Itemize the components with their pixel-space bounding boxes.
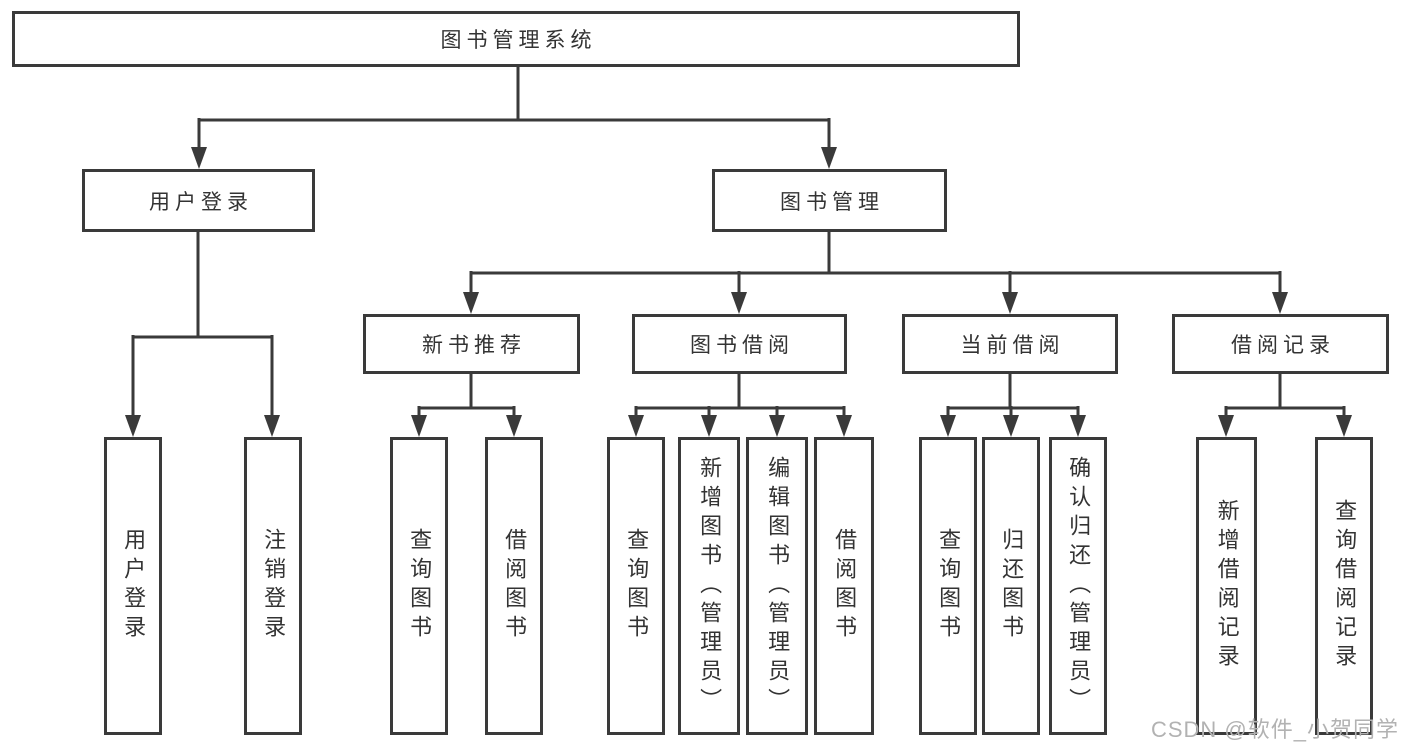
node-label: 确认归还（管理员） [1066,455,1092,717]
node-label: 查询图书 [624,528,650,644]
csdn-watermark: CSDN @软件_小贺同学 [1150,717,1399,742]
node-book-borrowing: 图书借阅 [632,314,847,374]
node-label: 新增借阅记录 [1214,499,1240,673]
leaf-add-book-admin: 新增图书（管理员） [678,437,740,735]
leaf-add-borrow-record: 新增借阅记录 [1196,437,1257,735]
node-new-book-recommendation: 新书推荐 [363,314,580,374]
leaf-edit-book-admin: 编辑图书（管理员） [746,437,808,735]
node-label: 查询借阅记录 [1332,499,1358,673]
node-label: 借阅图书 [832,528,858,644]
node-label: 图书借阅 [690,334,794,357]
leaf-logout: 注销登录 [244,437,302,735]
leaf-query-books-current: 查询图书 [919,437,977,735]
leaf-borrow-books: 借阅图书 [814,437,874,735]
leaf-user-login: 用户登录 [104,437,162,735]
leaf-query-books-recommend: 查询图书 [390,437,448,735]
node-label: 当前借阅 [960,334,1065,357]
node-label: 用户登录 [121,528,147,644]
node-borrowing-records: 借阅记录 [1172,314,1389,374]
leaf-borrow-books-recommend: 借阅图书 [485,437,543,735]
node-label: 图书管理系统 [440,29,597,52]
node-label: 查询图书 [407,528,433,644]
node-label: 借阅图书 [502,528,528,644]
node-label: 新增图书（管理员） [697,455,723,717]
node-label: 新书推荐 [422,334,526,357]
node-label: 借阅记录 [1231,334,1335,357]
leaf-query-borrow-record: 查询借阅记录 [1315,437,1373,735]
node-label: 注销登录 [261,528,287,644]
node-label: 归还图书 [999,528,1025,644]
leaf-query-books-borrowing: 查询图书 [607,437,665,735]
node-user-login: 用户登录 [82,169,315,232]
node-current-borrowing: 当前借阅 [902,314,1118,374]
node-label: 图书管理 [780,190,884,214]
node-book-management: 图书管理 [712,169,947,232]
node-library-system: 图书管理系统 [12,11,1020,67]
leaf-confirm-return-admin: 确认归还（管理员） [1049,437,1107,735]
leaf-return-books: 归还图书 [982,437,1040,735]
node-label: 用户登录 [149,190,253,214]
node-label: 编辑图书（管理员） [765,455,791,717]
node-label: 查询图书 [936,528,962,644]
